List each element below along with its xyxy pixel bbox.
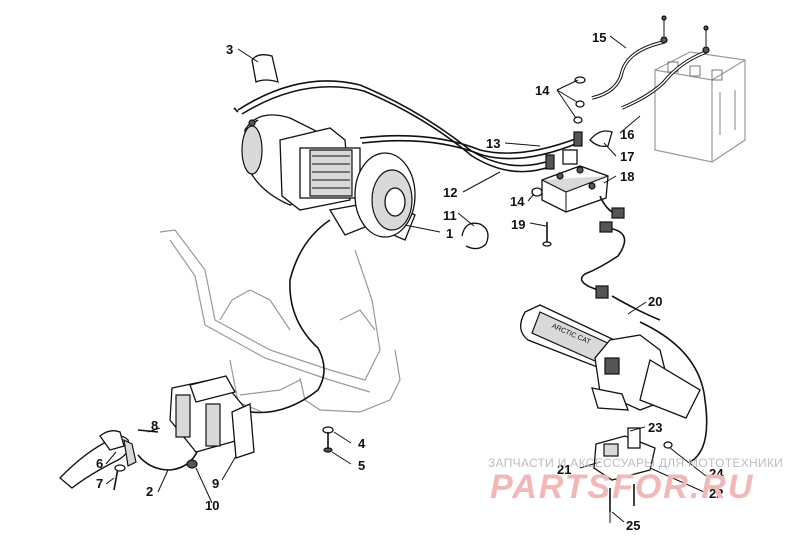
battery-cables <box>591 15 710 110</box>
callout-14-top: 14 <box>535 83 550 98</box>
callout-23: 23 <box>648 420 662 435</box>
callout-9: 9 <box>212 476 219 491</box>
callout-10: 10 <box>205 498 219 513</box>
battery <box>654 51 746 163</box>
watermark-brand: PARTSFOR.RU <box>490 468 755 506</box>
callout-11: 11 <box>443 208 457 223</box>
callout-6: 6 <box>96 456 103 471</box>
hardware-nuts <box>531 76 613 197</box>
screw-19 <box>542 222 552 247</box>
callout-22: 22 <box>709 486 723 501</box>
cap-10 <box>186 459 198 469</box>
switch-harness <box>580 221 708 463</box>
callout-2: 2 <box>146 484 153 499</box>
leader-lines <box>105 35 707 523</box>
remote-cable <box>137 219 331 471</box>
callout-15: 15 <box>592 30 606 45</box>
callout-25: 25 <box>626 518 640 533</box>
winch-cover <box>251 54 279 83</box>
callout-7: 7 <box>96 476 103 491</box>
callout-3: 3 <box>226 42 233 57</box>
clamp-ring <box>461 222 489 250</box>
callout-18: 18 <box>620 169 634 184</box>
callout-20: 20 <box>648 294 662 309</box>
watermark-tagline: ЗАПЧАСТИ И АКСЕССУАРЫ ДЛЯ МОТОТЕХНИКИ <box>488 456 784 470</box>
callout-8: 8 <box>151 418 158 433</box>
callout-12: 12 <box>443 185 457 200</box>
winch-drum-lines <box>312 155 350 189</box>
roller-fairlead <box>169 375 255 459</box>
callout-17: 17 <box>620 149 634 164</box>
callout-21: 21 <box>557 462 571 477</box>
callout-1: 1 <box>446 226 453 241</box>
handlebar-grip: ARCTIC CAT <box>520 304 701 419</box>
callout-13: 13 <box>486 136 500 151</box>
callout-4: 4 <box>358 436 366 451</box>
callout-19: 19 <box>511 217 525 232</box>
switch-bracket <box>593 427 673 512</box>
callout-24: 24 <box>709 466 724 481</box>
solenoid-contactor <box>541 149 625 219</box>
bolt-4-5 <box>322 426 334 453</box>
callout-16: 16 <box>620 127 634 142</box>
motor-cables <box>233 80 583 173</box>
callout-labels: 1 2 3 4 5 6 7 8 9 10 11 12 13 14 14 15 1… <box>96 30 724 533</box>
callout-14-bottom: 14 <box>510 194 525 209</box>
winch-assembly <box>241 114 416 241</box>
tow-hook <box>59 429 159 491</box>
callout-5: 5 <box>358 458 365 473</box>
